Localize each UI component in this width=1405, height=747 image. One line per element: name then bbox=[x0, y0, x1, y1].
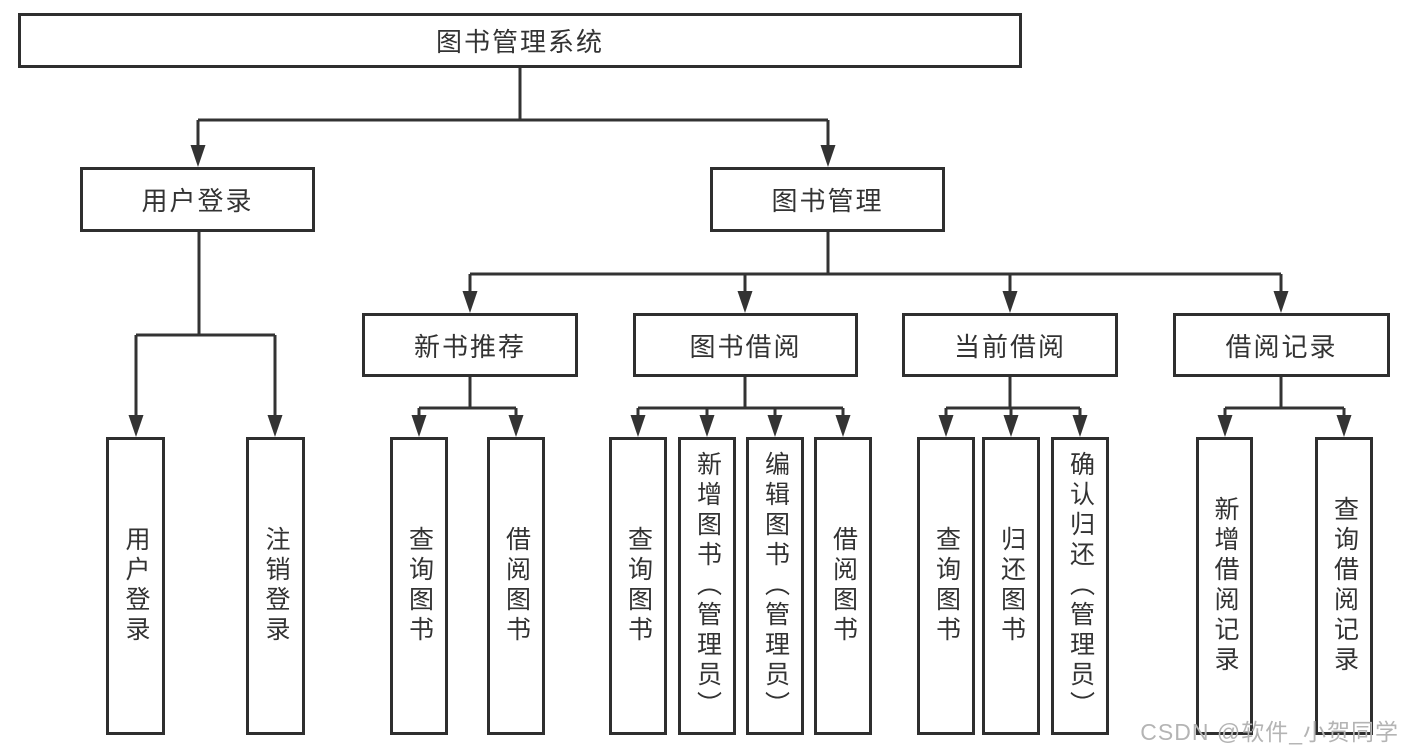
leaf-user-login-label: 用户登录 bbox=[122, 526, 150, 646]
leaf-borrow-query-books: 查询图书 bbox=[609, 437, 667, 735]
leaf-add-books-admin-label: 新增图书（管理员） bbox=[693, 451, 722, 721]
leaf-confirm-return-admin-label: 确认归还（管理员） bbox=[1066, 451, 1095, 721]
node-user-login: 用户登录 bbox=[80, 167, 315, 232]
connector-root-to-level2 bbox=[190, 68, 836, 167]
leaf-query-borrow-record: 查询借阅记录 bbox=[1315, 437, 1373, 735]
node-current-borrow: 当前借阅 bbox=[902, 313, 1118, 377]
leaf-user-login: 用户登录 bbox=[106, 437, 165, 735]
leaf-current-query-books-label: 查询图书 bbox=[932, 526, 961, 646]
node-new-book-recommend: 新书推荐 bbox=[362, 313, 578, 377]
leaf-borrow-books: 借阅图书 bbox=[814, 437, 872, 735]
connector-current-borrow-to-leaves bbox=[938, 377, 1088, 437]
connector-new-book-recommend-to-leaves bbox=[411, 377, 524, 437]
leaf-borrow-books-label: 借阅图书 bbox=[829, 526, 858, 646]
node-borrow-records: 借阅记录 bbox=[1173, 313, 1390, 377]
leaf-return-books: 归还图书 bbox=[982, 437, 1040, 735]
node-user-login-label: 用户登录 bbox=[141, 186, 254, 216]
node-root-system-label: 图书管理系统 bbox=[435, 27, 604, 57]
leaf-add-borrow-record-label: 新增借阅记录 bbox=[1211, 496, 1239, 676]
leaf-recommend-borrow-books-label: 借阅图书 bbox=[502, 526, 531, 646]
node-book-borrow: 图书借阅 bbox=[633, 313, 858, 377]
connector-book-management-to-level3 bbox=[462, 232, 1289, 313]
leaf-query-borrow-record-label: 查询借阅记录 bbox=[1330, 496, 1359, 676]
node-borrow-records-label: 借阅记录 bbox=[1225, 331, 1338, 362]
leaf-add-borrow-record: 新增借阅记录 bbox=[1196, 437, 1253, 735]
leaf-recommend-query-books: 查询图书 bbox=[390, 437, 448, 735]
connector-user-login-to-leaves bbox=[128, 232, 283, 437]
leaf-recommend-query-books-label: 查询图书 bbox=[405, 526, 434, 646]
leaf-add-books-admin: 新增图书（管理员） bbox=[678, 437, 736, 735]
node-current-borrow-label: 当前借阅 bbox=[953, 331, 1066, 362]
leaf-current-query-books: 查询图书 bbox=[917, 437, 975, 735]
connector-borrow-records-to-leaves bbox=[1217, 377, 1352, 437]
leaf-logout-label: 注销登录 bbox=[262, 526, 290, 646]
leaf-logout: 注销登录 bbox=[246, 437, 305, 735]
csdn-watermark: CSDN @软件_小贺同学 bbox=[1140, 719, 1399, 745]
connector-book-borrow-to-leaves bbox=[630, 377, 851, 437]
leaf-edit-books-admin-label: 编辑图书（管理员） bbox=[761, 451, 790, 721]
leaf-confirm-return-admin: 确认归还（管理员） bbox=[1051, 437, 1109, 735]
node-root-system: 图书管理系统 bbox=[18, 13, 1022, 68]
leaf-edit-books-admin: 编辑图书（管理员） bbox=[746, 437, 804, 735]
node-book-management: 图书管理 bbox=[710, 167, 945, 232]
node-book-borrow-label: 图书借阅 bbox=[689, 331, 802, 362]
leaf-borrow-query-books-label: 查询图书 bbox=[624, 526, 653, 646]
leaf-return-books-label: 归还图书 bbox=[997, 526, 1026, 646]
leaf-recommend-borrow-books: 借阅图书 bbox=[487, 437, 545, 735]
node-book-management-label: 图书管理 bbox=[771, 186, 884, 216]
node-new-book-recommend-label: 新书推荐 bbox=[413, 331, 526, 362]
